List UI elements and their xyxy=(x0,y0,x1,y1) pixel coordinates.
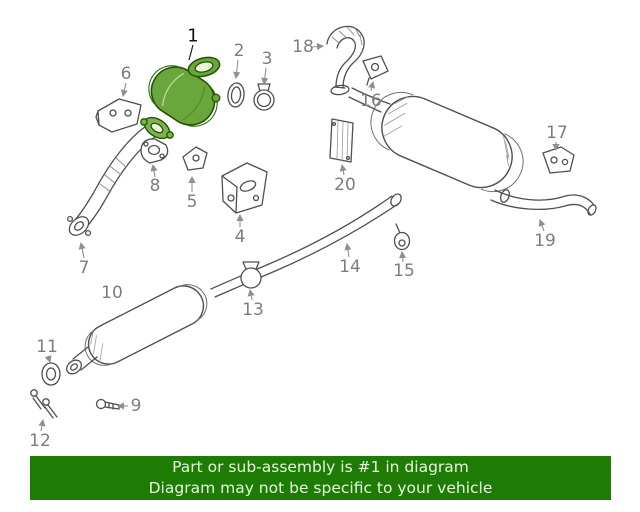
part-label-19: 19 xyxy=(534,231,556,251)
stud-bolts-part-12 xyxy=(30,389,58,419)
part-label-16: 16 xyxy=(360,91,382,111)
part-label-8: 8 xyxy=(149,176,161,196)
part-label-10: 10 xyxy=(101,283,123,303)
intermediate-pipe-part-14 xyxy=(210,193,402,298)
part-label-9: 9 xyxy=(130,396,142,416)
bracket-part-5 xyxy=(182,146,208,171)
rear-muffler-part xyxy=(348,87,524,193)
gasket-part-11 xyxy=(41,362,61,386)
label-1-pointer xyxy=(188,44,194,61)
leader-lines xyxy=(38,42,560,432)
clamp-part-13 xyxy=(240,261,262,289)
part-label-12: 12 xyxy=(29,431,51,451)
part-label-15: 15 xyxy=(393,261,415,281)
banner-line-1: Part or sub-assembly is #1 in diagram xyxy=(172,458,469,476)
part-label-18: 18 xyxy=(292,37,314,57)
flex-pipe-part-18 xyxy=(326,25,365,96)
part-label-17: 17 xyxy=(546,123,568,143)
hanger-part-15 xyxy=(393,223,411,251)
part-label-4: 4 xyxy=(234,227,246,247)
heat-shield-part-20 xyxy=(329,118,354,163)
middle-muffler-part-10 xyxy=(66,284,208,375)
part-label-2: 2 xyxy=(233,41,245,61)
bracket-part-17 xyxy=(542,146,575,174)
tailpipe-part-19 xyxy=(490,189,597,216)
part-label-1: 1 xyxy=(187,25,199,47)
part-label-13: 13 xyxy=(242,300,264,320)
part-label-14: 14 xyxy=(339,257,361,277)
catalytic-converter-part-1 xyxy=(140,56,221,140)
bracket-part-6 xyxy=(95,98,142,133)
part-label-5: 5 xyxy=(186,192,198,212)
banner-line-2: Diagram may not be specific to your vehi… xyxy=(148,479,493,497)
disclaimer-banner: Part or sub-assembly is #1 in diagram Di… xyxy=(30,456,611,500)
hanger-bracket-part-16 xyxy=(362,55,389,86)
part-label-7: 7 xyxy=(78,258,90,278)
part-label-11: 11 xyxy=(36,337,58,357)
bracket-part-4 xyxy=(221,162,268,214)
part-label-20: 20 xyxy=(334,175,356,195)
part-label-6: 6 xyxy=(120,64,132,84)
clamp-part-3 xyxy=(253,83,275,111)
part-label-3: 3 xyxy=(261,49,273,69)
bolt-part-9 xyxy=(95,398,120,410)
flange-gasket-part-8 xyxy=(140,138,169,164)
gasket-part-2 xyxy=(227,82,245,108)
